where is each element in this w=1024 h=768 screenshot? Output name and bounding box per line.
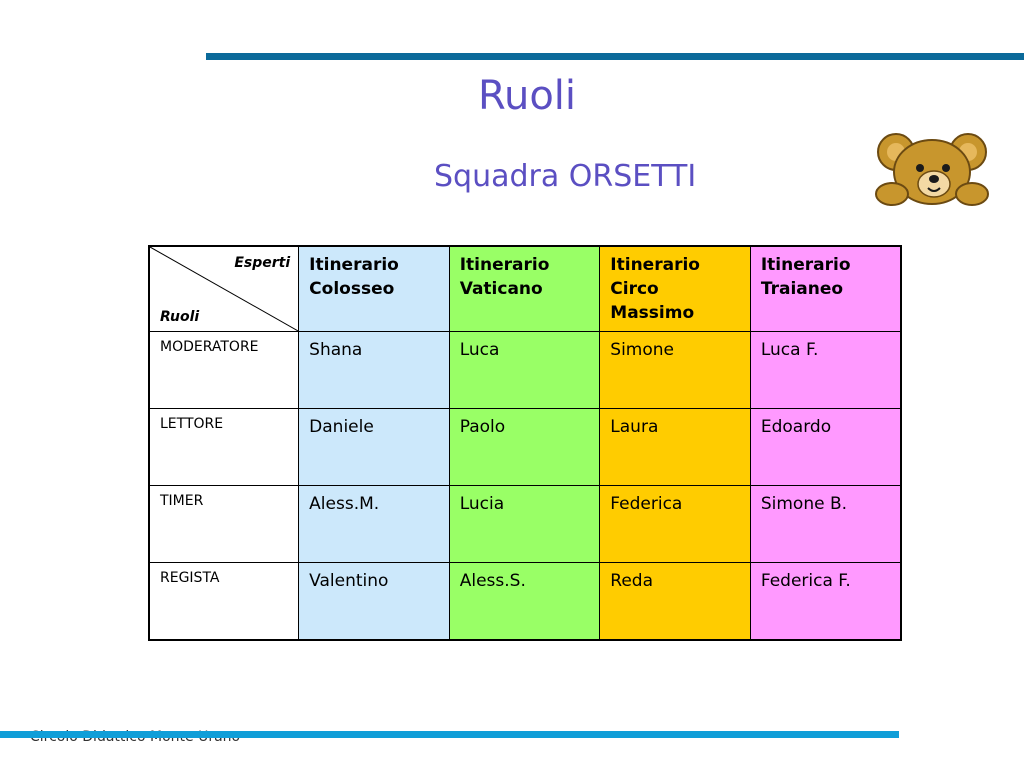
table-cell: Simone <box>599 331 751 409</box>
table-cell: Federica <box>599 485 751 563</box>
column-header-circo-massimo: Itinerario Circo Massimo <box>599 245 751 332</box>
table-cell: Reda <box>599 562 751 640</box>
table-cell: Shana <box>298 331 450 409</box>
column-header-vaticano: Itinerario Vaticano <box>448 245 601 332</box>
teddy-bear-icon <box>875 133 989 206</box>
table-corner-cell: Esperti Ruoli <box>148 245 300 332</box>
table-cell: Paolo <box>448 408 601 486</box>
bottom-rule <box>0 731 899 738</box>
table-row: LETTORE Daniele Paolo Laura Edoardo <box>148 408 902 486</box>
role-label: LETTORE <box>148 408 300 486</box>
table-cell: Valentino <box>298 562 450 640</box>
table-cell: Lucia <box>448 485 601 563</box>
page-title: Ruoli <box>477 73 577 119</box>
table-cell: Luca <box>448 331 601 409</box>
table-cell: Daniele <box>298 408 450 486</box>
table-cell: Aless.S. <box>448 562 601 640</box>
table-row: MODERATORE Shana Luca Simone Luca F. <box>148 331 902 409</box>
table-cell: Aless.M. <box>298 485 450 563</box>
table-cell: Edoardo <box>749 408 902 486</box>
table-row: REGISTA Valentino Aless.S. Reda Federica… <box>148 562 902 640</box>
page-subtitle: Squadra ORSETTI <box>434 159 697 194</box>
column-header-traianeo: Itinerario Traianeo <box>749 245 902 332</box>
roles-table: Esperti Ruoli Itinerario Colosseo Itiner… <box>148 245 902 641</box>
column-header-colosseo: Itinerario Colosseo <box>298 245 450 332</box>
role-label: TIMER <box>148 485 300 563</box>
top-rule <box>206 53 1024 60</box>
table-row: TIMER Aless.M. Lucia Federica Simone B. <box>148 485 902 563</box>
table-cell: Federica F. <box>749 562 902 640</box>
table-cell: Simone B. <box>749 485 902 563</box>
table-header-row: Esperti Ruoli Itinerario Colosseo Itiner… <box>148 245 902 332</box>
corner-label-esperti: Esperti <box>234 255 291 271</box>
corner-diagonal <box>150 247 299 331</box>
role-label: REGISTA <box>148 562 300 640</box>
table-cell: Laura <box>599 408 751 486</box>
table-cell: Luca F. <box>749 331 902 409</box>
corner-label-ruoli: Ruoli <box>160 309 200 325</box>
role-label: MODERATORE <box>148 331 300 409</box>
